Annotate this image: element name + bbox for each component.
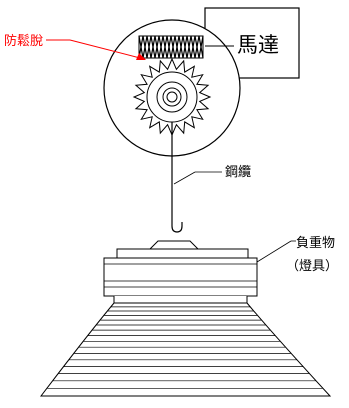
load-leader-line [256, 240, 292, 263]
worm-screw [138, 35, 204, 59]
lamp-cap-rim [116, 248, 249, 259]
gear-axle [166, 91, 178, 103]
shade-outline [39, 302, 332, 397]
load-label: 負重物 [296, 235, 335, 251]
lamp-label: （燈具） [286, 259, 338, 274]
lamp-shade [39, 302, 332, 397]
motor-label: 馬達 [237, 33, 279, 57]
hook [171, 212, 183, 233]
anti-loosening-arrowhead [136, 53, 146, 60]
worm-thread-1 [138, 35, 204, 59]
anti-loosening-arrow-line [69, 39, 141, 59]
cable-leader-tick [173, 171, 196, 185]
anti-loosening-label: 防鬆脫 [4, 33, 43, 49]
cable-label: 鋼纜 [225, 164, 251, 180]
lamp-top-cap [148, 240, 200, 250]
worm-thread-2 [138, 35, 204, 59]
